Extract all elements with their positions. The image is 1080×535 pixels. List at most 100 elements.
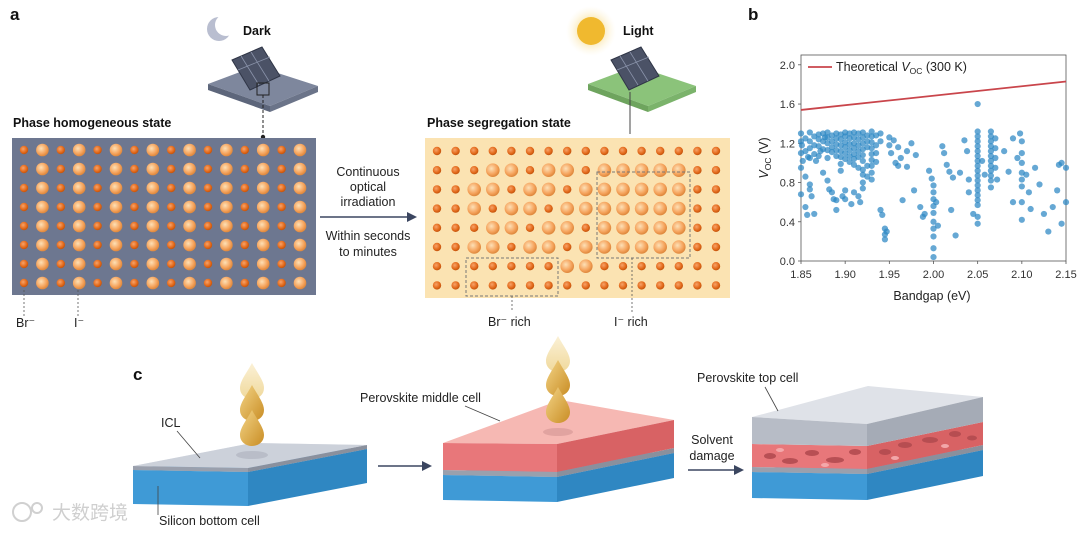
bromide-ion (93, 221, 102, 231)
data-point (1009, 135, 1017, 142)
bromide-ion (56, 240, 65, 250)
bromide-ion (432, 281, 442, 290)
data-point (877, 130, 884, 137)
data-point (859, 129, 866, 136)
iodide-ion (109, 238, 123, 252)
data-point (895, 144, 902, 151)
data-point (1025, 189, 1032, 196)
y-tick-label: 0.0 (780, 256, 795, 268)
data-point (806, 154, 813, 162)
data-point (987, 148, 995, 155)
data-point (798, 142, 805, 149)
data-point (1036, 181, 1043, 188)
data-point (833, 197, 840, 204)
data-point (930, 253, 937, 261)
iodide-ion (109, 257, 123, 271)
data-point (837, 136, 844, 143)
iodide-ion (72, 181, 86, 195)
data-point (1016, 130, 1024, 137)
data-point (859, 151, 866, 159)
iodide-ion (109, 219, 123, 233)
bromide-ion (19, 240, 29, 250)
data-point (802, 173, 809, 180)
bromide-ion (451, 146, 460, 156)
data-point (842, 196, 849, 203)
iodide-ion (541, 163, 556, 177)
data-point (974, 213, 981, 220)
bromide-ion (451, 204, 460, 213)
bromide-ion (240, 145, 249, 155)
iodide-ion (36, 276, 49, 290)
stage1-droplets-icon (236, 363, 268, 459)
iodide-ion (634, 201, 649, 216)
bromide-ion (693, 185, 702, 194)
iodide-ion (36, 219, 49, 233)
data-point (1018, 149, 1025, 157)
bromide-ion (674, 281, 683, 290)
bromide-ion (167, 221, 176, 231)
data-point (872, 142, 880, 149)
iodide-ion (672, 240, 686, 254)
data-point (850, 150, 858, 158)
y-axis-title: VOC (V) (757, 137, 773, 178)
bromide-ion (507, 242, 516, 252)
iodide-ion (634, 240, 649, 254)
y-tick-label: 1.6 (780, 99, 795, 111)
iodide-ion (36, 257, 49, 271)
data-point (859, 157, 866, 165)
data-point (895, 162, 902, 169)
data-point (1014, 154, 1021, 162)
data-point (987, 157, 995, 165)
iodide-ion (579, 240, 593, 254)
data-point (802, 203, 809, 211)
data-point (881, 236, 889, 243)
data-point (952, 232, 959, 239)
iodide-ion (616, 221, 630, 235)
data-point (939, 143, 946, 150)
panel-a-letter: a (10, 5, 20, 24)
data-point (903, 163, 911, 170)
data-point (899, 197, 906, 204)
iodide-ion (109, 276, 123, 290)
iodide-ion (467, 182, 482, 197)
bromide-ion (600, 262, 609, 271)
data-point (992, 145, 999, 152)
iodide-ion (653, 221, 667, 235)
data-point (1058, 159, 1065, 167)
bromide-ion (277, 278, 286, 288)
light-solar-panel-icon (588, 46, 696, 134)
bromide-ion (277, 183, 286, 193)
data-point (970, 210, 977, 218)
bromide-ion (470, 262, 479, 271)
data-point (992, 154, 999, 162)
iodide-ion (183, 181, 196, 195)
bromide-ion (240, 164, 249, 174)
bromide-ion (130, 202, 139, 212)
br-rich-label: Br⁻ rich (488, 315, 531, 329)
iodide-ion (72, 200, 86, 214)
bromide-ion (56, 183, 65, 193)
data-point (917, 203, 924, 211)
data-point (1018, 216, 1025, 223)
iodide-ion (146, 200, 160, 214)
bromide-ion (451, 281, 460, 290)
iodide-ion (523, 182, 537, 197)
data-point (956, 169, 964, 176)
bromide-ion (19, 259, 29, 269)
dark-label: Dark (243, 24, 271, 38)
data-point (1040, 210, 1048, 218)
bromide-ion (563, 146, 572, 156)
iodide-ion (109, 143, 123, 157)
iodide-ion (220, 200, 233, 214)
data-point (886, 142, 893, 149)
x-tick-label: 2.05 (967, 269, 988, 281)
iodide-ion (36, 238, 49, 252)
data-point (1062, 199, 1070, 206)
bromide-ion (470, 166, 479, 175)
data-point (824, 154, 831, 162)
bromide-ion (711, 204, 721, 213)
iodide-ion (672, 201, 686, 216)
data-point (1049, 203, 1056, 211)
iodide-ion (256, 219, 270, 233)
